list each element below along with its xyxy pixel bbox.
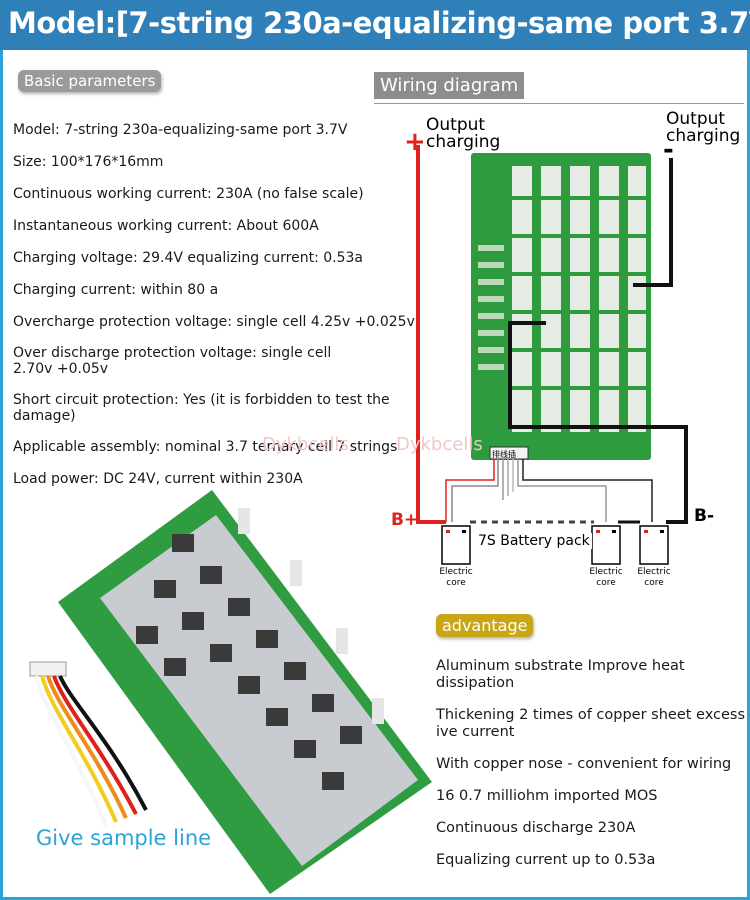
output-charging-negative-label: Output charging bbox=[666, 109, 741, 146]
param-overdischarge: Over discharge protection voltage: singl… bbox=[13, 345, 332, 377]
header-banner: Model:[7-string 230a-equalizing-same por… bbox=[0, 0, 750, 50]
wiring-diagram-tag: Wiring diagram bbox=[374, 72, 525, 99]
plus-symbol: + bbox=[404, 127, 426, 157]
cell-label-3: Electric core bbox=[637, 567, 671, 588]
product-photo bbox=[29, 490, 432, 894]
parameter-list: Model: 7-string 230a-equalizing-same por… bbox=[13, 122, 423, 487]
param-model: Model: 7-string 230a-equalizing-same por… bbox=[13, 122, 348, 138]
watermark-1: Dykbcells bbox=[262, 434, 349, 455]
wiring-divider bbox=[374, 103, 744, 104]
advantage-item: With copper nose - convenient for wiring bbox=[436, 756, 732, 772]
param-assembly: Applicable assembly: nominal 3.7 ternary… bbox=[13, 439, 398, 455]
advantage-item: Equalizing current up to 0.53a bbox=[436, 852, 656, 868]
balance-connector bbox=[489, 446, 529, 460]
b-plus-label: B+ bbox=[391, 510, 419, 530]
advantage-list: Aluminum substrate Improve heat dissipat… bbox=[436, 658, 746, 869]
cell-label-1: Electric core bbox=[439, 567, 473, 588]
param-charging-voltage: Charging voltage: 29.4V equalizing curre… bbox=[13, 250, 363, 266]
watermark-2: Dykbcells bbox=[396, 434, 483, 455]
basic-parameters-tag: Basic parameters bbox=[18, 70, 162, 92]
output-charging-positive-label: Output charging bbox=[426, 115, 501, 152]
param-short-circuit: Short circuit protection: Yes (it is for… bbox=[13, 392, 390, 424]
cell-label-2: Electric core bbox=[589, 567, 623, 588]
advantage-item: Aluminum substrate Improve heat dissipat… bbox=[436, 658, 685, 691]
page-title: Model:[7-string 230a-equalizing-same por… bbox=[8, 6, 750, 40]
param-size: Size: 100*176*16mm bbox=[13, 154, 164, 170]
param-charging-current: Charging current: within 80 a bbox=[13, 282, 219, 298]
advantage-item: Thickening 2 times of copper sheet exces… bbox=[436, 707, 746, 740]
connector-label: 排线插 bbox=[492, 450, 516, 459]
param-load-power: Load power: DC 24V, current within 230A bbox=[13, 471, 303, 487]
param-overcharge: Overcharge protection voltage: single ce… bbox=[13, 314, 415, 330]
minus-symbol: - bbox=[663, 135, 674, 165]
advantage-item: 16 0.7 milliohm imported MOS bbox=[436, 788, 658, 804]
battery-pack-label: 7S Battery pack bbox=[476, 533, 592, 549]
b-minus-label: B- bbox=[694, 506, 715, 526]
advantage-item: Continuous discharge 230A bbox=[436, 820, 636, 836]
sample-line-label: Give sample line bbox=[36, 826, 212, 850]
param-continuous-current: Continuous working current: 230A (no fal… bbox=[13, 186, 364, 202]
advantage-tag: advantage bbox=[436, 614, 534, 637]
param-instant-current: Instantaneous working current: About 600… bbox=[13, 218, 319, 234]
